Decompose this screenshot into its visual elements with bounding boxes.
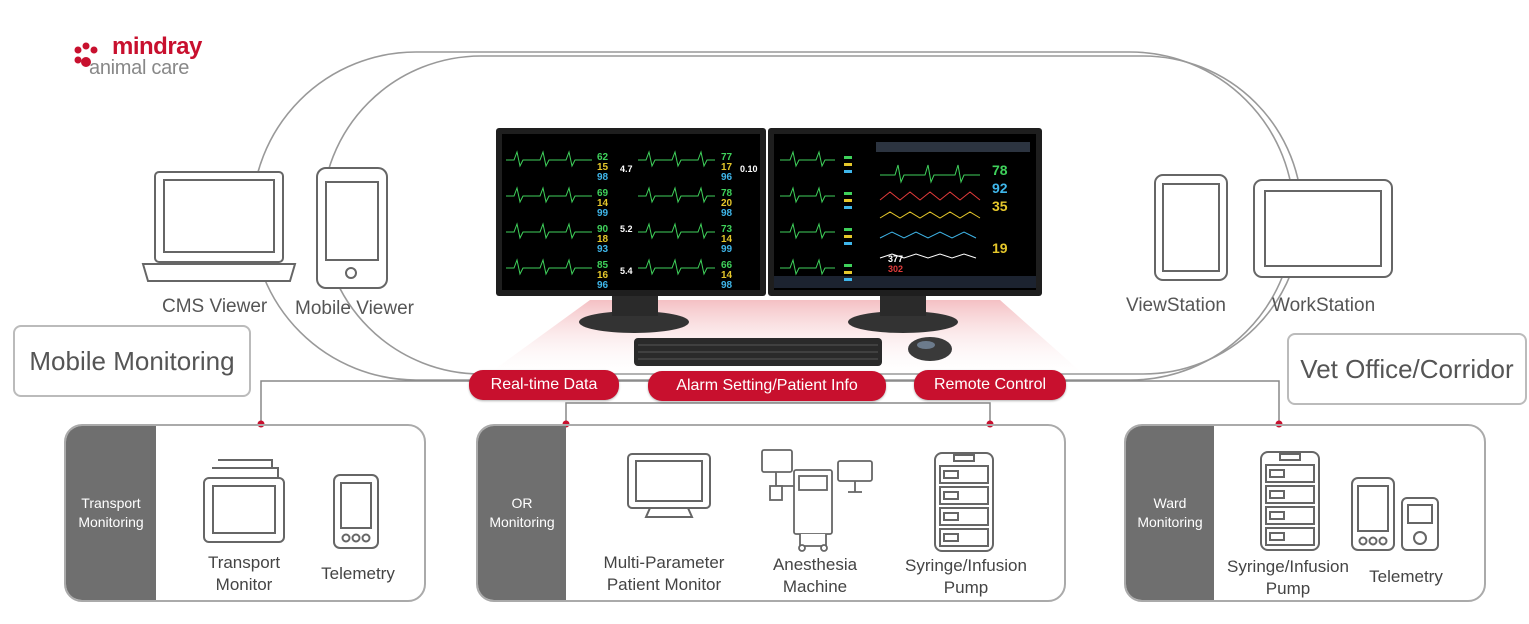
right-monitor-bed-marker (844, 228, 852, 231)
cms-viewer-label: CMS Viewer (162, 296, 268, 317)
left-monitor-value: 77 (721, 152, 733, 163)
remote-control-pill: Remote Control (914, 370, 1066, 400)
central-station-monitors (496, 128, 1042, 333)
right-monitor-big-value: 35 (992, 198, 1008, 214)
right-monitor-big-value: 92 (992, 180, 1008, 196)
right-monitor-bed-marker (844, 242, 852, 245)
left-monitor-value: 93 (597, 244, 609, 255)
right-monitor-bed-marker (844, 235, 852, 238)
ward-infusion-pump-icon (1260, 451, 1320, 551)
viewstation-label: ViewStation (1126, 295, 1226, 316)
left-monitor-value: 62 (597, 152, 609, 163)
workstation-icon (1253, 179, 1393, 278)
right-monitor-small-value: 302 (888, 264, 904, 274)
logo-paw-icon (74, 42, 98, 67)
keyboard-icon (634, 338, 882, 366)
patient-monitor-label: Multi-Parameter Patient Monitor (603, 553, 725, 594)
left-monitor-value: 15 (597, 162, 609, 173)
vet-office-box: Vet Office/Corridor (1287, 333, 1527, 405)
patient-monitor-icon (627, 453, 711, 518)
left-monitor-value: 98 (597, 172, 609, 183)
right-monitor-bed-marker (844, 192, 852, 195)
left-monitor-value: 18 (597, 234, 609, 245)
right-monitor-small-value: 377 (888, 254, 904, 264)
transport-monitor-icon (203, 459, 285, 543)
transport-monitor-label: Transport Monitor (207, 553, 281, 594)
left-monitor-value: 98 (721, 208, 733, 219)
right-monitor-bed-marker (844, 206, 852, 209)
left-monitor-value: 20 (721, 198, 733, 209)
left-monitor-extra-value: 4.7 (620, 164, 633, 174)
left-monitor-value: 14 (597, 198, 609, 209)
left-monitor-value: 99 (721, 244, 733, 255)
ward-telemetry-icon (1351, 477, 1439, 551)
left-monitor-value: 14 (721, 270, 733, 281)
laptop-icon (141, 171, 297, 282)
transport-panel: Transport Monitoring (64, 424, 426, 602)
left-monitor-value: 99 (597, 208, 609, 219)
left-monitor-extra-value: 0.10 (740, 164, 758, 174)
left-monitor-value: 90 (597, 224, 609, 235)
right-screen-waveforms (780, 150, 981, 276)
mouse-icon (908, 337, 952, 361)
logo-brand: mindray (112, 33, 202, 60)
left-monitor-value: 96 (597, 280, 609, 291)
left-monitor-value: 78 (721, 188, 733, 199)
ward-title: Ward Monitoring (1126, 426, 1214, 600)
left-monitor-value: 96 (721, 172, 733, 183)
tablet-icon (1154, 174, 1228, 281)
left-monitor-value: 69 (597, 188, 609, 199)
right-monitor-bed-marker (844, 170, 852, 173)
right-screen-tabbar (876, 142, 1030, 152)
mobile-phone-icon (316, 167, 388, 289)
transport-telemetry-label: Telemetry (321, 564, 395, 583)
right-screen-toolbar (774, 276, 1036, 288)
right-monitor-big-value: 19 (992, 240, 1008, 256)
anesthesia-machine-icon (761, 449, 873, 552)
right-monitor-bed-marker (844, 278, 852, 281)
anesthesia-machine-label: Anesthesia Machine (772, 555, 858, 596)
ward-pump-label: Syringe/Infusion Pump (1227, 557, 1349, 598)
or-title: OR Monitoring (478, 426, 566, 600)
alarm-setting-pill: Alarm Setting/Patient Info (648, 371, 886, 401)
right-monitor-stand (848, 311, 958, 333)
left-monitor-extra-value: 5.2 (620, 224, 633, 234)
infusion-pump-icon (934, 452, 994, 552)
left-monitor-value: 98 (721, 280, 733, 291)
left-monitor-stand (579, 311, 689, 333)
mobile-viewer-label: Mobile Viewer (295, 298, 414, 319)
right-monitor-big-value: 78 (992, 162, 1008, 178)
left-monitor-value: 17 (721, 162, 733, 173)
right-monitor-bed-marker (844, 199, 852, 202)
left-screen-waveforms (506, 150, 715, 276)
transport-title: Transport Monitoring (66, 426, 156, 600)
or-panel: OR Monitoring (476, 424, 1066, 602)
right-monitor-bed-marker (844, 163, 852, 166)
left-monitor-value: 85 (597, 260, 609, 271)
left-monitor-value: 66 (721, 260, 733, 271)
right-monitor-bed-marker (844, 156, 852, 159)
mobile-monitoring-box: Mobile Monitoring (13, 325, 251, 397)
right-monitor-bed-marker (844, 264, 852, 267)
left-monitor-value: 73 (721, 224, 733, 235)
workstation-label: WorkStation (1272, 295, 1376, 316)
right-monitor-bed-marker (844, 271, 852, 274)
left-monitor-value: 16 (597, 270, 609, 281)
left-monitor-extra-value: 5.4 (620, 266, 633, 276)
logo-subtitle: animal care (89, 57, 190, 79)
ward-telemetry-label: Telemetry (1369, 567, 1443, 586)
or-pump-label: Syringe/Infusion Pump (905, 556, 1027, 597)
telemetry-icon (333, 474, 379, 549)
realtime-data-pill: Real-time Data (469, 370, 619, 400)
ward-panel: Ward Monitoring (1124, 424, 1486, 602)
left-monitor-value: 14 (721, 234, 733, 245)
